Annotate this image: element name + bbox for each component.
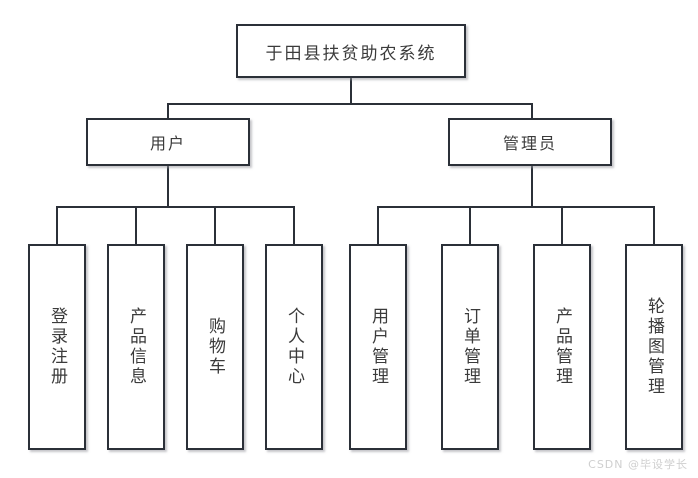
watermark: CSDN @毕设学长 <box>588 458 688 471</box>
node-carousel-management-label: 轮播图管理 <box>644 297 665 397</box>
node-product-management-label: 产品管理 <box>552 307 573 387</box>
node-login-register-label: 登录注册 <box>47 307 68 387</box>
node-shopping-cart-label: 购物车 <box>205 317 226 377</box>
node-product-management[interactable]: 产品管理 <box>533 244 591 450</box>
connector-drop-shopping-cart <box>214 206 216 245</box>
connector-user-drop <box>167 166 169 207</box>
connector-drop-user-management <box>377 206 379 245</box>
connector-drop-login-register <box>56 206 58 245</box>
connector-drop-user <box>167 103 169 119</box>
connector-admin-drop <box>531 166 533 207</box>
node-order-management-label: 订单管理 <box>460 307 481 387</box>
node-carousel-management[interactable]: 轮播图管理 <box>625 244 683 450</box>
connector-user-bus <box>56 206 294 208</box>
node-admin-label: 管理员 <box>502 134 557 153</box>
node-product-info[interactable]: 产品信息 <box>107 244 165 450</box>
node-root-label: 于田县扶贫助农系统 <box>265 43 437 64</box>
node-product-info-label: 产品信息 <box>126 307 147 387</box>
connector-drop-order-management <box>469 206 471 245</box>
connector-drop-carousel-management <box>653 206 655 245</box>
connector-drop-product-management <box>561 206 563 245</box>
connector-drop-personal-center <box>293 206 295 245</box>
node-order-management[interactable]: 订单管理 <box>441 244 499 450</box>
node-user[interactable]: 用户 <box>86 118 250 166</box>
connector-drop-product-info <box>135 206 137 245</box>
node-admin[interactable]: 管理员 <box>448 118 612 166</box>
node-login-register[interactable]: 登录注册 <box>28 244 86 450</box>
connector-admin-bus <box>377 206 654 208</box>
connector-drop-admin <box>531 103 533 119</box>
node-root[interactable]: 于田县扶贫助农系统 <box>236 24 466 78</box>
node-user-label: 用户 <box>149 134 186 153</box>
connector-root-drop <box>350 78 352 104</box>
connector-level2-bus <box>167 103 533 105</box>
node-user-management[interactable]: 用户管理 <box>349 244 407 450</box>
node-user-management-label: 用户管理 <box>368 307 389 387</box>
node-personal-center[interactable]: 个人中心 <box>265 244 323 450</box>
node-personal-center-label: 个人中心 <box>284 307 305 387</box>
node-shopping-cart[interactable]: 购物车 <box>186 244 244 450</box>
